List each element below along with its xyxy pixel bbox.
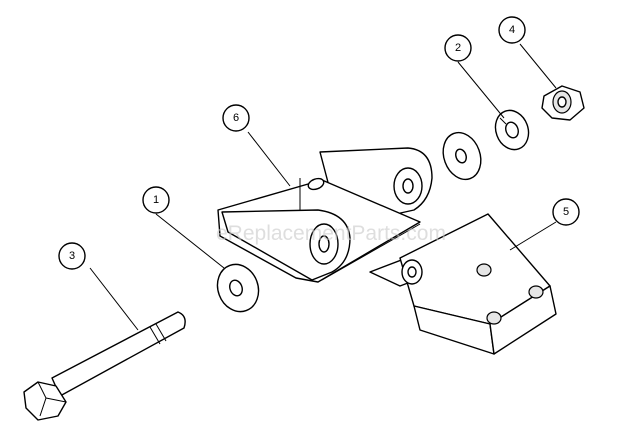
part-bracket	[217, 147, 433, 283]
callout-6: 6	[222, 104, 250, 132]
part-mount-block	[369, 213, 557, 355]
callout-1-label: 1	[153, 194, 159, 206]
callout-3: 3	[58, 242, 86, 270]
part-washer-left	[216, 263, 260, 313]
watermark-text: eReplacementParts.com	[216, 222, 446, 245]
part-bolt	[23, 311, 186, 421]
leader-lines	[89, 43, 557, 331]
callout-3-label: 3	[69, 250, 75, 262]
part-hex-nut	[541, 85, 585, 121]
callout-2-label: 2	[455, 42, 461, 54]
callout-1: 1	[142, 186, 170, 214]
part-lock-washer	[494, 109, 530, 151]
callout-4: 4	[498, 16, 526, 44]
callout-2: 2	[444, 34, 472, 62]
callout-5-label: 5	[563, 206, 569, 218]
callout-6-label: 6	[233, 112, 239, 124]
callout-4-label: 4	[509, 24, 515, 36]
callout-5: 5	[552, 198, 580, 226]
part-washer-right	[442, 131, 482, 181]
